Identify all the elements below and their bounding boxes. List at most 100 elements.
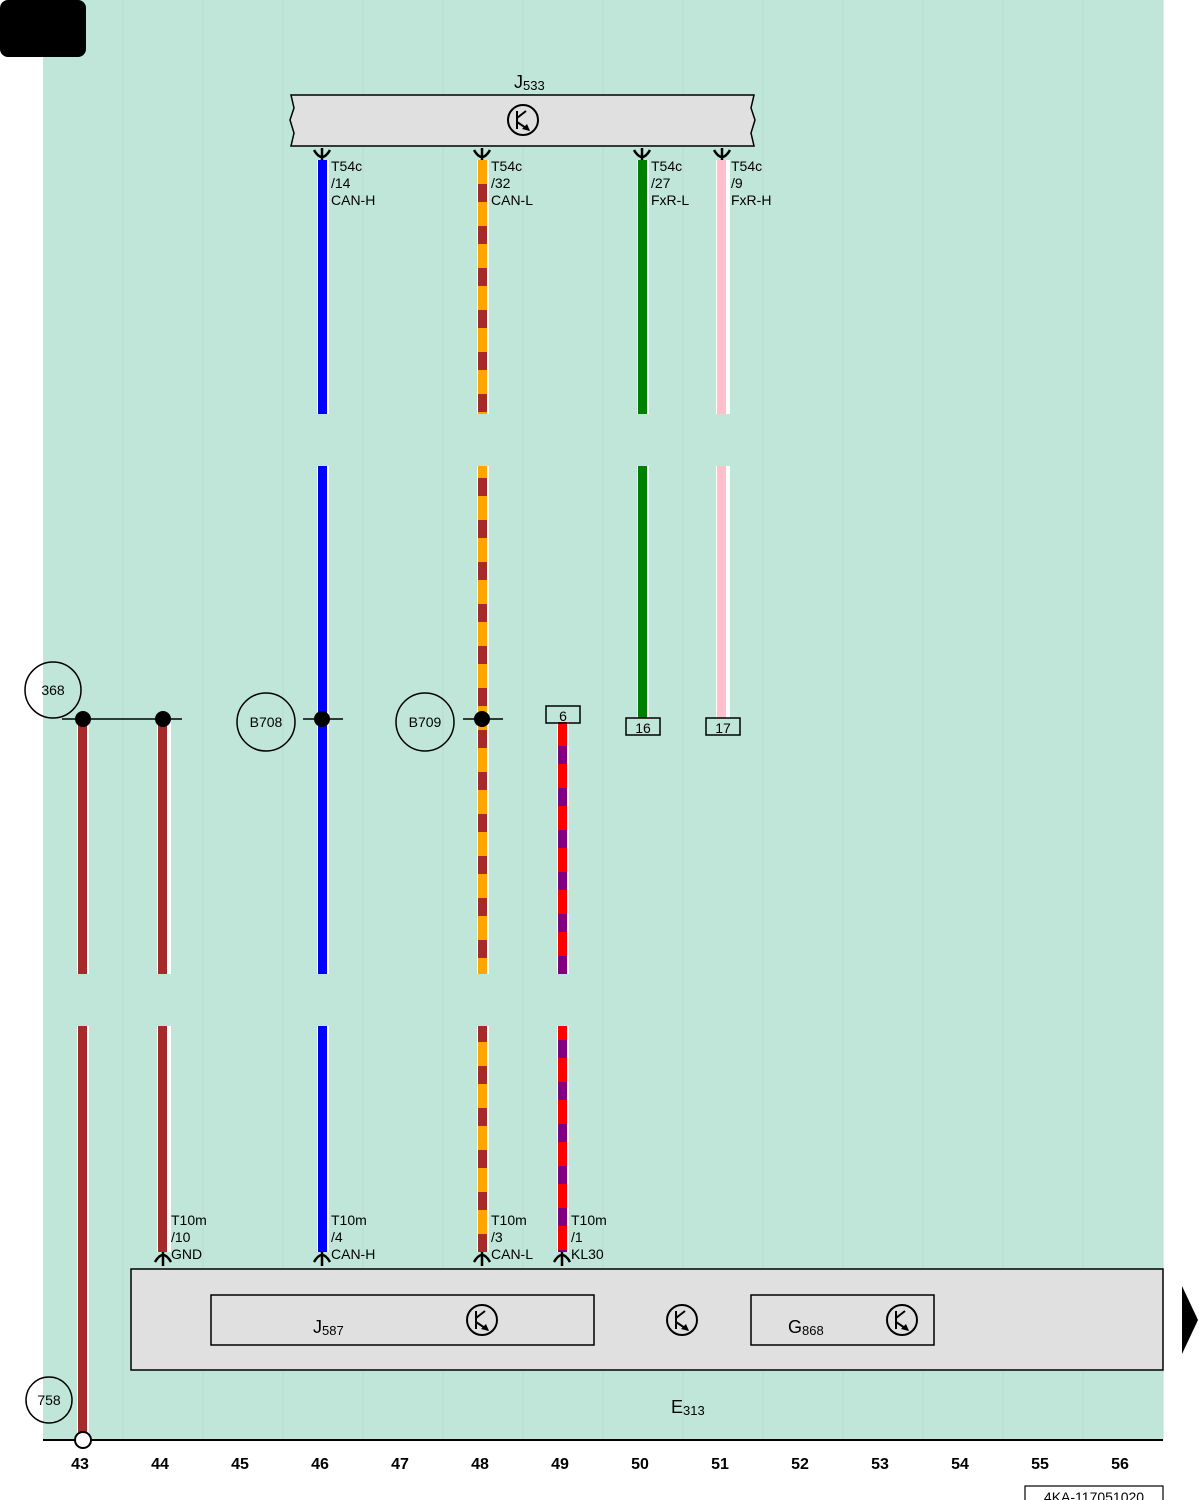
bottom-pin-3-connector: T10m <box>491 1212 527 1228</box>
svg-text:E313: E313 <box>671 1397 705 1418</box>
continuation-box-16[interactable]: 16 <box>625 717 661 736</box>
wire-fxr-h-mid[interactable] <box>716 466 730 718</box>
diagram-id-label: 4KA-117051020 <box>1044 1489 1144 1500</box>
gateway-label-letter: J <box>514 72 523 92</box>
gateway-component[interactable]: J533 <box>289 72 756 147</box>
column-number: 48 <box>471 1456 489 1473</box>
inner-component-1-box <box>210 1294 595 1346</box>
svg-text:J587: J587 <box>313 1317 344 1338</box>
inner-component-2-box <box>750 1294 935 1346</box>
top-pin-4-number: /9 <box>731 175 743 191</box>
page-corner-tab <box>0 0 86 57</box>
top-pin-3[interactable]: T54c /27 FxR-L <box>632 148 689 208</box>
next-page-arrow-icon[interactable] <box>1182 1286 1198 1354</box>
bottom-pin-4[interactable]: T10m /1 KL30 <box>552 1212 607 1266</box>
ref-label: 758 <box>37 1392 61 1408</box>
inner2-label-sub: 868 <box>802 1323 824 1338</box>
column-grid <box>122 0 1164 1440</box>
top-pin-4[interactable]: T54c /9 FxR-H <box>712 148 771 208</box>
ground-terminal[interactable] <box>74 1431 92 1449</box>
bottom-pin-2[interactable]: T10m /4 CAN-H <box>312 1212 375 1266</box>
column-number: 45 <box>231 1456 249 1473</box>
continuation-label: 17 <box>715 720 731 736</box>
column-number: 49 <box>551 1456 569 1473</box>
wire-kl30-bottom[interactable] <box>557 1026 569 1252</box>
electronic-icon <box>507 104 539 136</box>
wire-fxr-l-top[interactable] <box>637 160 649 414</box>
ref-circle-b708[interactable]: B708 <box>236 692 296 752</box>
continuation-label: 6 <box>559 708 567 724</box>
bottom-pin-1[interactable]: T10m /10 GND <box>153 1212 207 1266</box>
module-label-letter: E <box>671 1397 683 1417</box>
bottom-pin-3-number: /3 <box>491 1229 503 1245</box>
inner1-label-letter: J <box>313 1317 322 1337</box>
wire-can-l-top[interactable] <box>477 160 489 414</box>
module-component[interactable]: J587 G868 <box>130 1268 1164 1418</box>
electronic-icon <box>466 1304 498 1336</box>
top-pin-2[interactable]: T54c /32 CAN-L <box>472 148 533 208</box>
column-number: 51 <box>711 1456 729 1473</box>
top-pin-4-connector: T54c <box>731 158 762 174</box>
inner-component-1[interactable]: J587 <box>210 1294 595 1346</box>
ref-label: B708 <box>250 714 283 730</box>
ref-label: B709 <box>409 714 442 730</box>
splice-node <box>155 711 171 727</box>
column-number: 55 <box>1031 1456 1049 1473</box>
column-number: 46 <box>311 1456 329 1473</box>
bottom-pin-3[interactable]: T10m /3 CAN-L <box>472 1212 533 1266</box>
top-pin-3-connector: T54c <box>651 158 682 174</box>
wire-gnd-44-bottom[interactable] <box>157 1026 171 1252</box>
top-pin-2-signal: CAN-L <box>491 192 533 208</box>
gateway-label-sub: 533 <box>523 78 545 93</box>
wire-kl30-mid[interactable] <box>557 722 569 974</box>
continuation-label: 16 <box>635 720 651 736</box>
splice-node <box>75 711 91 727</box>
bottom-pin-1-number: /10 <box>171 1229 191 1245</box>
bottom-pin-1-connector: T10m <box>171 1212 207 1228</box>
top-pin-1-number: /14 <box>331 175 351 191</box>
inner1-label-sub: 587 <box>322 1323 344 1338</box>
top-pin-2-number: /32 <box>491 175 511 191</box>
wire-gnd-44-mid[interactable] <box>157 720 171 974</box>
ref-circle-758[interactable]: 758 <box>25 1376 73 1424</box>
wire-can-l-bottom[interactable] <box>477 1026 489 1252</box>
top-pin-1-signal: CAN-H <box>331 192 375 208</box>
column-number: 54 <box>951 1456 969 1473</box>
top-pin-1-connector: T54c <box>331 158 362 174</box>
column-number: 50 <box>631 1456 649 1473</box>
bottom-pin-4-signal: KL30 <box>571 1246 604 1262</box>
electronic-icon <box>666 1304 698 1336</box>
wire-can-h-top[interactable] <box>317 160 329 414</box>
column-number: 53 <box>871 1456 889 1473</box>
continuation-box-6[interactable]: 6 <box>545 705 581 724</box>
column-number: 43 <box>71 1456 89 1473</box>
ref-label: 368 <box>41 682 65 698</box>
ref-circle-368[interactable]: 368 <box>24 661 82 719</box>
continuation-box-17[interactable]: 17 <box>705 717 741 736</box>
top-pin-3-number: /27 <box>651 175 671 191</box>
electronic-icon <box>886 1304 918 1336</box>
wire-gnd-43-bottom[interactable] <box>77 1026 89 1436</box>
diagram-id: 4KA-117051020 <box>1024 1485 1164 1500</box>
wire-gnd-43-mid[interactable] <box>77 720 89 974</box>
inner-component-2[interactable]: G868 <box>750 1294 935 1346</box>
splice-node <box>314 711 330 727</box>
inner2-label-letter: G <box>788 1317 802 1337</box>
bottom-pin-1-signal: GND <box>171 1246 202 1262</box>
top-pin-3-signal: FxR-L <box>651 192 689 208</box>
bottom-pin-2-number: /4 <box>331 1229 343 1245</box>
bottom-pin-4-connector: T10m <box>571 1212 607 1228</box>
splice-node <box>474 711 490 727</box>
ref-circle-b709[interactable]: B709 <box>395 692 455 752</box>
top-pin-2-connector: T54c <box>491 158 522 174</box>
wire-fxr-l-mid[interactable] <box>637 466 649 718</box>
bottom-pin-2-connector: T10m <box>331 1212 367 1228</box>
column-number: 47 <box>391 1456 409 1473</box>
wire-fxr-h-top[interactable] <box>716 160 730 414</box>
gateway-box <box>289 94 756 147</box>
wire-can-h-bottom[interactable] <box>317 1026 329 1252</box>
column-number: 52 <box>791 1456 809 1473</box>
top-pin-1[interactable]: T54c /14 CAN-H <box>312 148 375 208</box>
